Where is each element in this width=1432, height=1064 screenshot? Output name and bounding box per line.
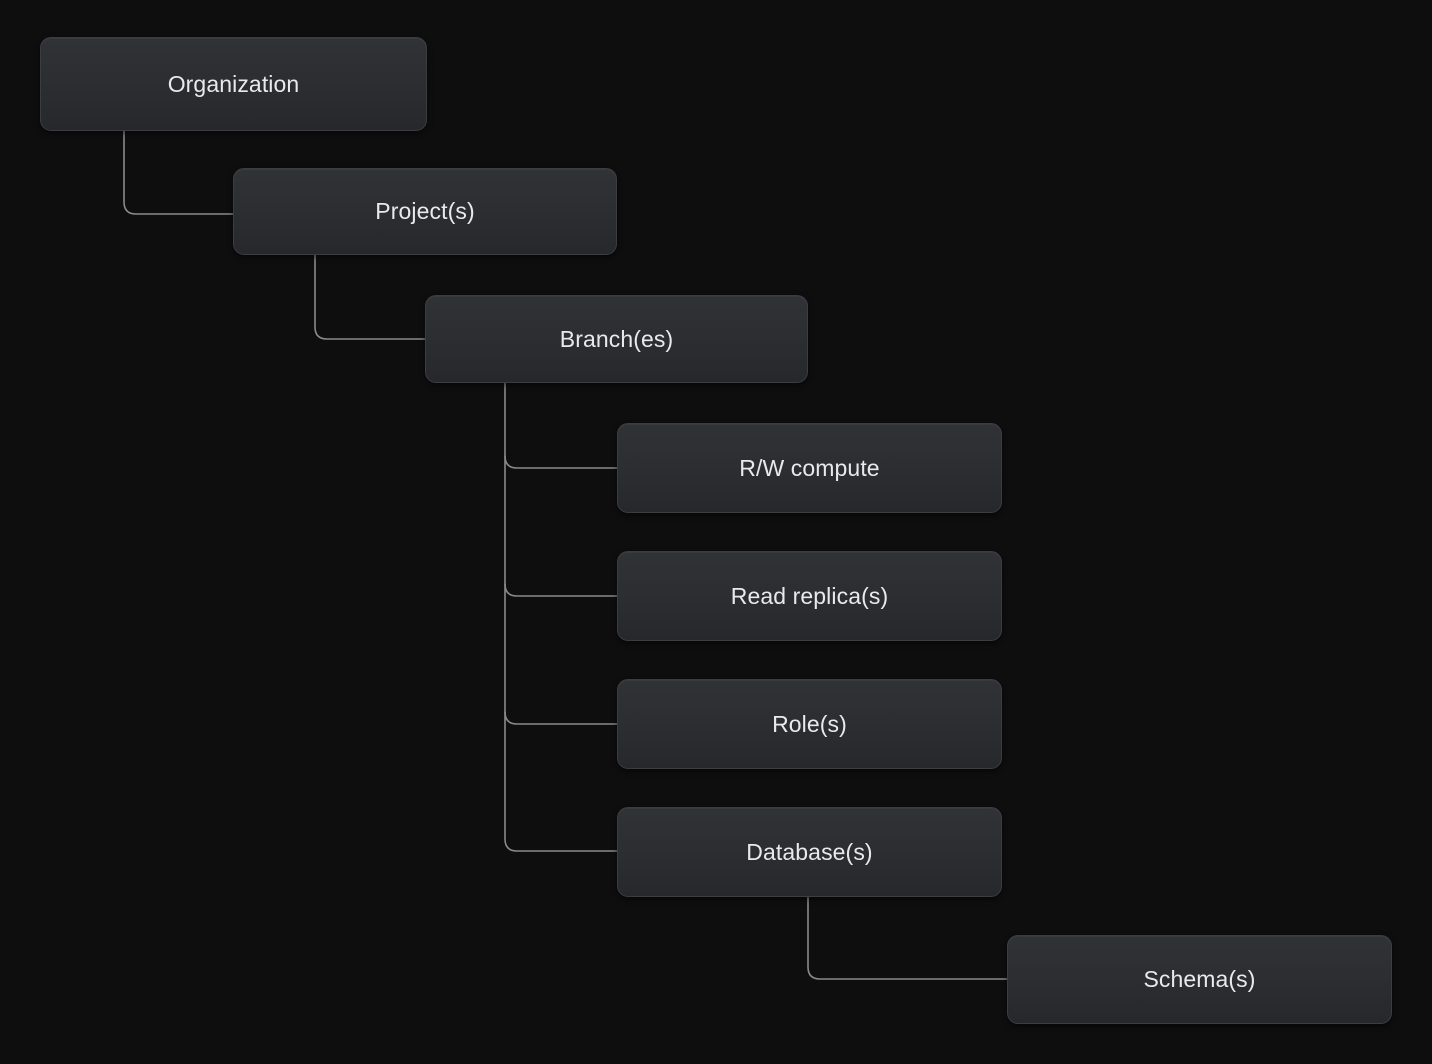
- node-role[interactable]: Role(s): [617, 679, 1002, 769]
- node-schema-label: Schema(s): [1143, 966, 1256, 992]
- edge-database-to-schema: [807, 896, 1008, 980]
- node-organization-label: Organization: [167, 70, 300, 97]
- edge-branch-to-rw-compute: [504, 455, 618, 469]
- node-schema[interactable]: Schema(s): [1007, 935, 1392, 1024]
- edge-organization-to-project: [123, 130, 234, 215]
- edge-project-to-branch: [314, 254, 426, 340]
- node-database[interactable]: Database(s): [617, 807, 1002, 897]
- node-organization[interactable]: Organization: [40, 37, 427, 131]
- node-project[interactable]: Project(s): [233, 168, 617, 255]
- node-read-replica[interactable]: Read replica(s): [617, 551, 1002, 641]
- edge-branch-to-read-replica: [504, 583, 618, 597]
- node-role-label: Role(s): [772, 710, 847, 737]
- node-read-replica-label: Read replica(s): [730, 582, 889, 609]
- node-database-label: Database(s): [746, 838, 873, 865]
- node-rw-compute-label: R/W compute: [739, 454, 880, 481]
- node-branch[interactable]: Branch(es): [425, 295, 808, 383]
- node-branch-label: Branch(es): [559, 325, 674, 352]
- edge-branch-trunk: [504, 382, 618, 852]
- node-rw-compute[interactable]: R/W compute: [617, 423, 1002, 513]
- node-project-label: Project(s): [375, 198, 475, 224]
- edge-branch-to-role: [504, 711, 618, 725]
